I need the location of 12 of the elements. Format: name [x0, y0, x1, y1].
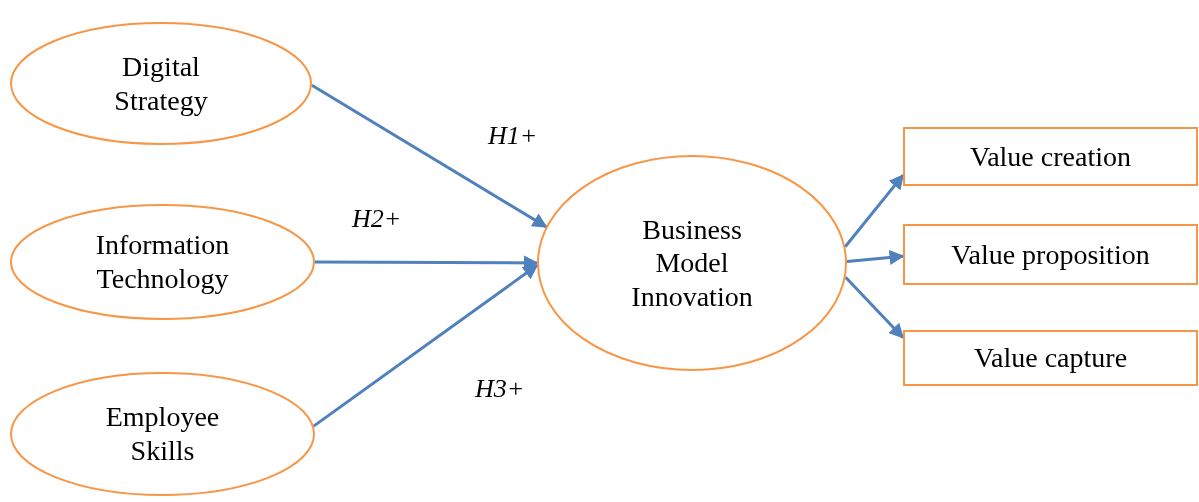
- node-label: Value capture: [973, 341, 1128, 375]
- node-label: Value proposition: [951, 237, 1150, 272]
- arrow: [312, 264, 539, 428]
- arrow: [846, 250, 905, 265]
- arrow: [311, 84, 548, 229]
- node-label: Employee Skills: [104, 400, 221, 468]
- arrow: [844, 276, 905, 339]
- node-label: Information Technology: [94, 228, 231, 296]
- node-label: Digital Strategy: [113, 49, 209, 118]
- arrow: [844, 173, 905, 248]
- node-label: Value creation: [970, 139, 1131, 174]
- node-label: Business Model Innovation: [630, 212, 754, 314]
